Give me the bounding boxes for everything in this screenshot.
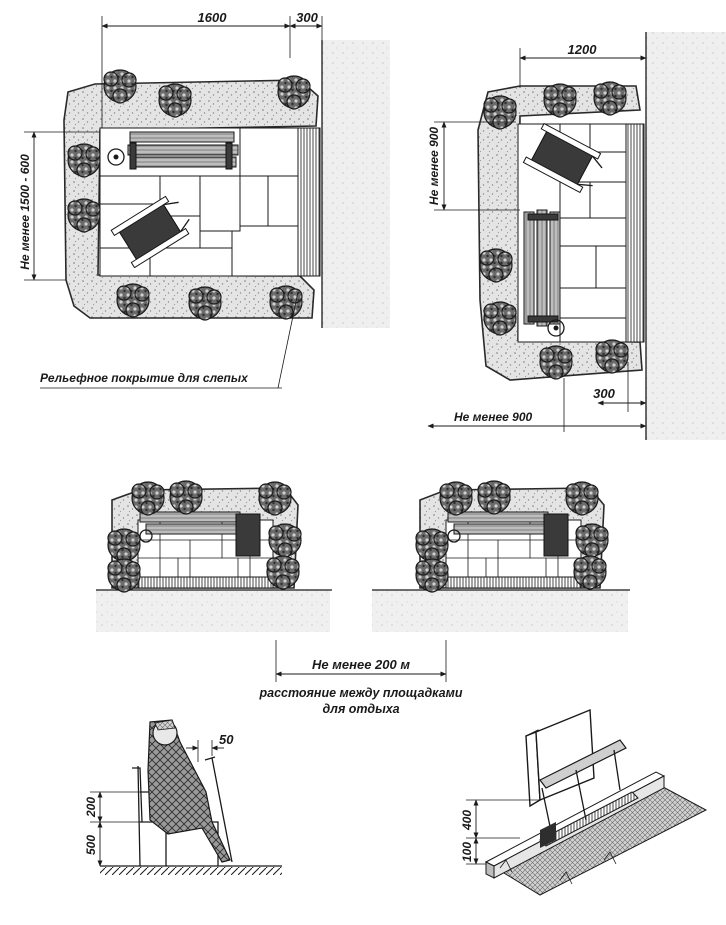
plan-a: 1600 300 Не менее 1500 - 600 Рельефное п… bbox=[18, 10, 390, 389]
dim-cane: 50 bbox=[186, 732, 234, 762]
cane bbox=[204, 756, 233, 863]
wheelchair-b bbox=[522, 122, 603, 194]
elevation-left bbox=[96, 480, 332, 632]
grass-tufts bbox=[499, 851, 617, 885]
dim-gap-label: 300 bbox=[296, 10, 318, 25]
spacing-caption-line1: расстояние между площадками bbox=[258, 686, 462, 700]
building-wall bbox=[322, 40, 390, 328]
tactile-label: Рельефное покрытие для слепых bbox=[40, 371, 249, 385]
dim-heights: 200 500 bbox=[84, 791, 140, 867]
building-wall bbox=[646, 32, 726, 440]
tree bbox=[116, 283, 150, 318]
dim-depth-a: Не менее 1500 - 600 bbox=[18, 131, 100, 281]
bench-perspective: 400 100 bbox=[460, 708, 708, 896]
tree bbox=[158, 83, 192, 118]
dim-back-label: 200 bbox=[84, 797, 98, 818]
spacing-distance: Не менее 200 м bbox=[312, 657, 410, 672]
tree bbox=[479, 248, 513, 283]
tree bbox=[593, 81, 627, 116]
dim-width-a: 1600 300 bbox=[101, 10, 323, 128]
tactile-callout: Рельефное покрытие для слепых bbox=[40, 291, 299, 389]
dim-gap-label: 300 bbox=[593, 386, 615, 401]
tree bbox=[595, 339, 629, 374]
ground-strip bbox=[96, 590, 330, 632]
tree bbox=[188, 286, 222, 321]
bench-b bbox=[523, 209, 565, 337]
dim-bottom-b: Не менее 900 bbox=[427, 378, 647, 432]
path-surface bbox=[484, 779, 708, 896]
tree bbox=[483, 301, 517, 336]
dim-width-label: 1600 bbox=[198, 10, 228, 25]
bench-a bbox=[107, 131, 239, 170]
dim-depth-b: Не менее 900 bbox=[427, 121, 520, 211]
dim-bottom-label: Не менее 900 bbox=[454, 410, 533, 424]
dim-seat-label: 400 bbox=[460, 810, 474, 831]
tree bbox=[483, 95, 517, 130]
bench-back bbox=[132, 765, 143, 867]
tactile-strip bbox=[297, 127, 321, 277]
tactile-strip bbox=[625, 123, 645, 343]
dim-depth-label: Не менее 900 bbox=[427, 127, 441, 206]
seated-person bbox=[147, 719, 231, 863]
tree bbox=[277, 75, 311, 110]
dim-depth-label: Не менее 1500 - 600 bbox=[18, 154, 32, 270]
dim-bench-height: 400 100 bbox=[460, 799, 540, 865]
tree bbox=[539, 345, 573, 380]
wheelchair-a bbox=[110, 195, 190, 269]
ground-strip bbox=[372, 590, 628, 632]
dim-cane-label: 50 bbox=[219, 732, 234, 747]
tree bbox=[67, 198, 101, 233]
tree bbox=[67, 143, 101, 178]
tree bbox=[269, 285, 303, 320]
dim-seat-label: 500 bbox=[84, 835, 98, 855]
bench-with-person: 50 200 500 bbox=[84, 719, 282, 875]
bench-seat bbox=[539, 739, 627, 789]
tree bbox=[543, 83, 577, 118]
dim-gap-b: 300 bbox=[593, 362, 647, 412]
elevation-right bbox=[372, 480, 630, 632]
plan-b: 1200 Не менее 900 300 Не менее 900 bbox=[427, 32, 726, 440]
dim-curb-label: 100 bbox=[460, 842, 474, 862]
dim-width-label: 1200 bbox=[568, 42, 598, 57]
spacing-dimension: Не менее 200 м расстояние между площадка… bbox=[258, 640, 463, 716]
spacing-caption-line2: для отдыха bbox=[322, 702, 399, 716]
tree bbox=[103, 69, 137, 104]
dim-width-b: 1200 bbox=[519, 42, 647, 88]
